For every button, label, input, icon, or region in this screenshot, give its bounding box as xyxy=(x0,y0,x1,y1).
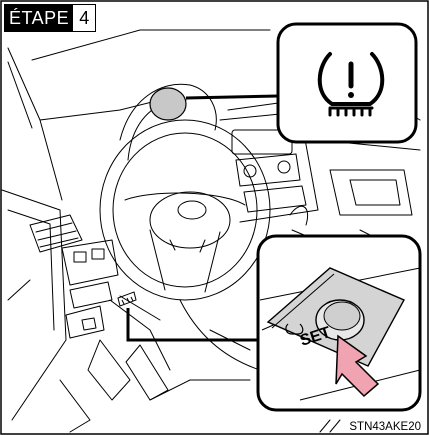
cluster-gauge-highlight xyxy=(150,88,186,120)
warning-leader-line xyxy=(186,96,278,98)
warning-light-callout xyxy=(278,24,416,142)
step-number: 4 xyxy=(73,5,95,31)
figure-code: STN43AKE20 xyxy=(349,421,421,433)
step-word: ÉTAPE xyxy=(5,5,73,31)
step-badge: ÉTAPE 4 xyxy=(4,4,96,32)
